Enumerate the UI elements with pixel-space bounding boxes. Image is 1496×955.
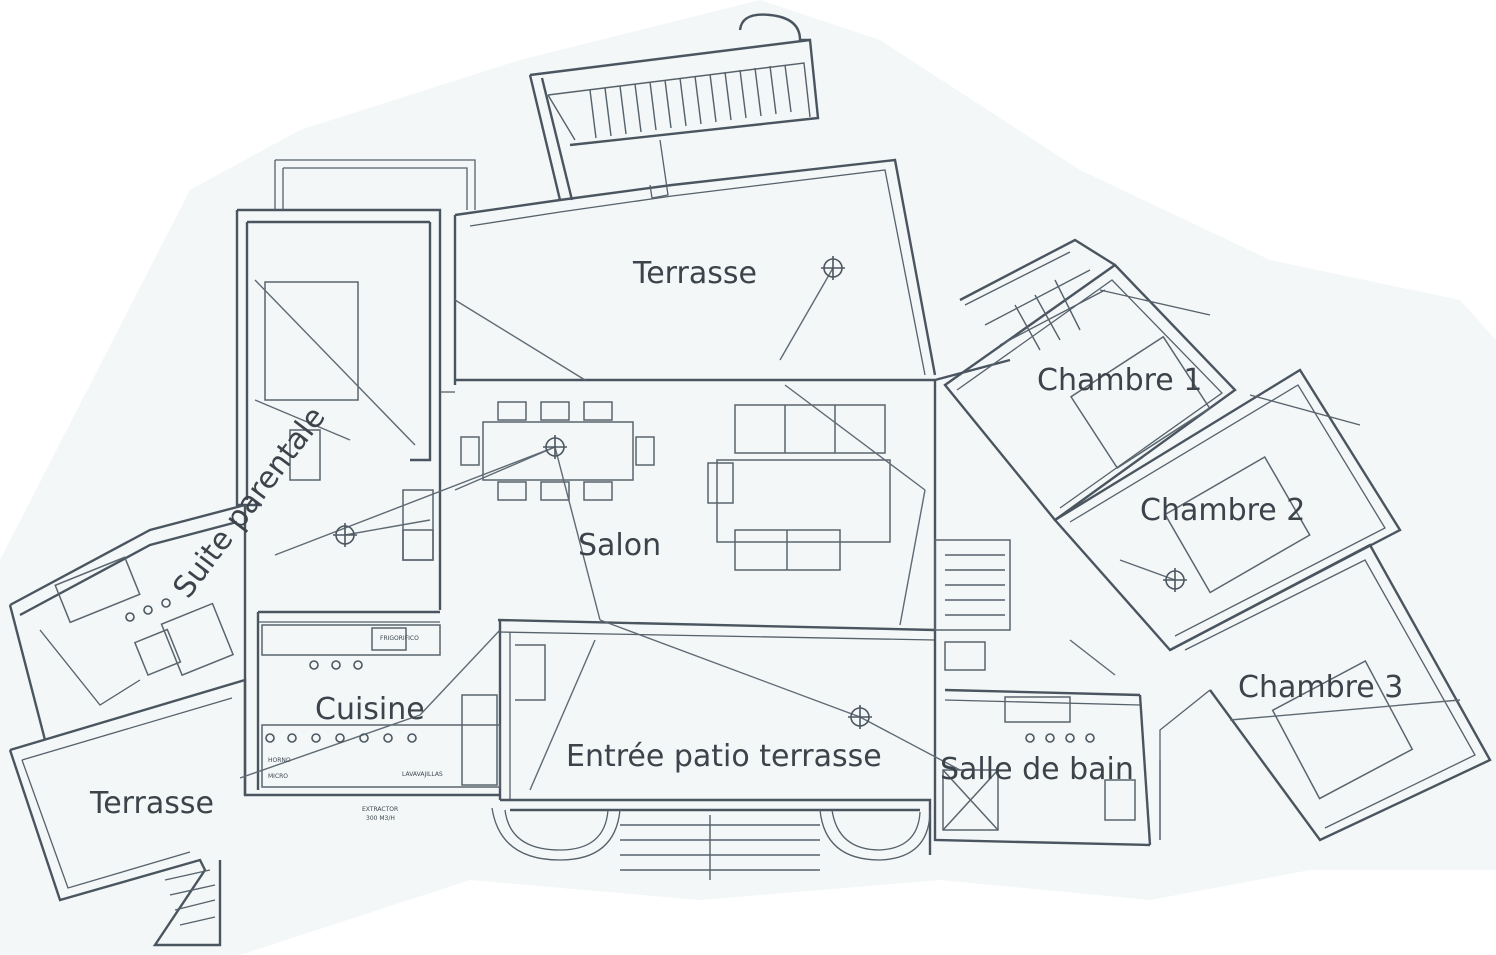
room-label-chambre-2: Chambre 2 bbox=[1140, 493, 1305, 528]
light-icon bbox=[1163, 568, 1187, 592]
room-label-cuisine: Cuisine bbox=[315, 692, 425, 727]
frigorifico-note: FRIGORIFICO bbox=[380, 635, 419, 642]
light-icon bbox=[543, 435, 567, 459]
room-label-terrasse-west: Terrasse bbox=[89, 786, 214, 821]
spot-lights bbox=[125, 598, 1095, 743]
room-label-salon: Salon bbox=[578, 528, 661, 563]
room-label-chambre-1: Chambre 1 bbox=[1037, 363, 1202, 398]
micro-note: MICRO bbox=[268, 773, 288, 780]
furniture bbox=[54, 281, 1414, 831]
outer-walls bbox=[8, 13, 1492, 947]
ceiling-lights bbox=[333, 256, 1187, 729]
horno-note: HORNO bbox=[268, 757, 291, 764]
light-icon bbox=[333, 523, 357, 547]
lavavajillas-note: LAVAVAJILLAS bbox=[402, 771, 443, 778]
room-label-chambre-3: Chambre 3 bbox=[1238, 670, 1403, 705]
light-icon bbox=[821, 256, 845, 280]
extractor-note: EXTRACTOR bbox=[362, 806, 398, 813]
appliance-labels: FRIGORIFICO HORNO MICRO LAVAVAJILLAS EXT… bbox=[268, 635, 443, 822]
stair-steps-north bbox=[589, 64, 792, 139]
room-label-salle-de-bain: Salle de bain bbox=[940, 752, 1134, 787]
room-label-entree: Entrée patio terrasse bbox=[566, 739, 882, 774]
room-label-terrasse-north: Terrasse bbox=[632, 256, 757, 291]
extractor-rate-note: 300 M3/H bbox=[366, 815, 395, 822]
light-icon bbox=[848, 705, 872, 729]
electrical-wiring bbox=[239, 267, 1461, 791]
